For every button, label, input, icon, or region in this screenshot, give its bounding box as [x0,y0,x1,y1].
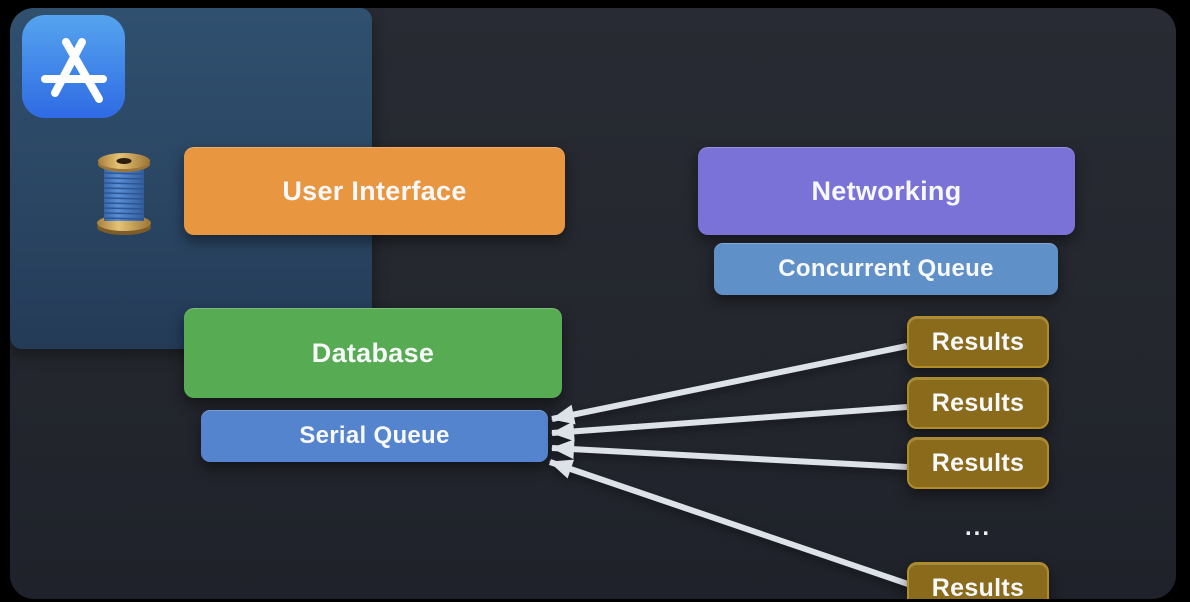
thread-spool-icon [97,153,151,235]
database-label: Database [311,337,435,368]
ellipsis-label: ... [964,514,991,541]
networking-box: Networking [698,147,1075,235]
database-box: Database [184,308,562,398]
results-label: Results [931,573,1025,600]
concurrent-queue-box: Concurrent Queue [714,243,1058,295]
serial-queue-label: Serial Queue [299,422,450,449]
results-box: Results [907,437,1049,489]
user-interface-label: User Interface [282,175,467,206]
concurrent-queue-label: Concurrent Queue [778,255,994,282]
results-to-serial-queue-arrow [549,459,909,587]
slide-canvas: User Interface Networking Concurrent Que… [10,8,1176,599]
serial-queue-box: Serial Queue [201,410,548,462]
results-to-serial-queue-arrow [551,343,908,425]
results-to-serial-queue-arrow [551,439,908,470]
results-label: Results [931,327,1025,356]
results-label: Results [931,388,1025,417]
results-box-overflow: Results [907,562,1049,599]
results-box: Results [907,316,1049,368]
results-to-serial-queue-arrow [551,404,908,442]
user-interface-box: User Interface [184,147,565,235]
results-box: Results [907,377,1049,429]
results-label: Results [931,448,1025,477]
app-store-icon [22,15,125,118]
networking-label: Networking [811,175,962,206]
